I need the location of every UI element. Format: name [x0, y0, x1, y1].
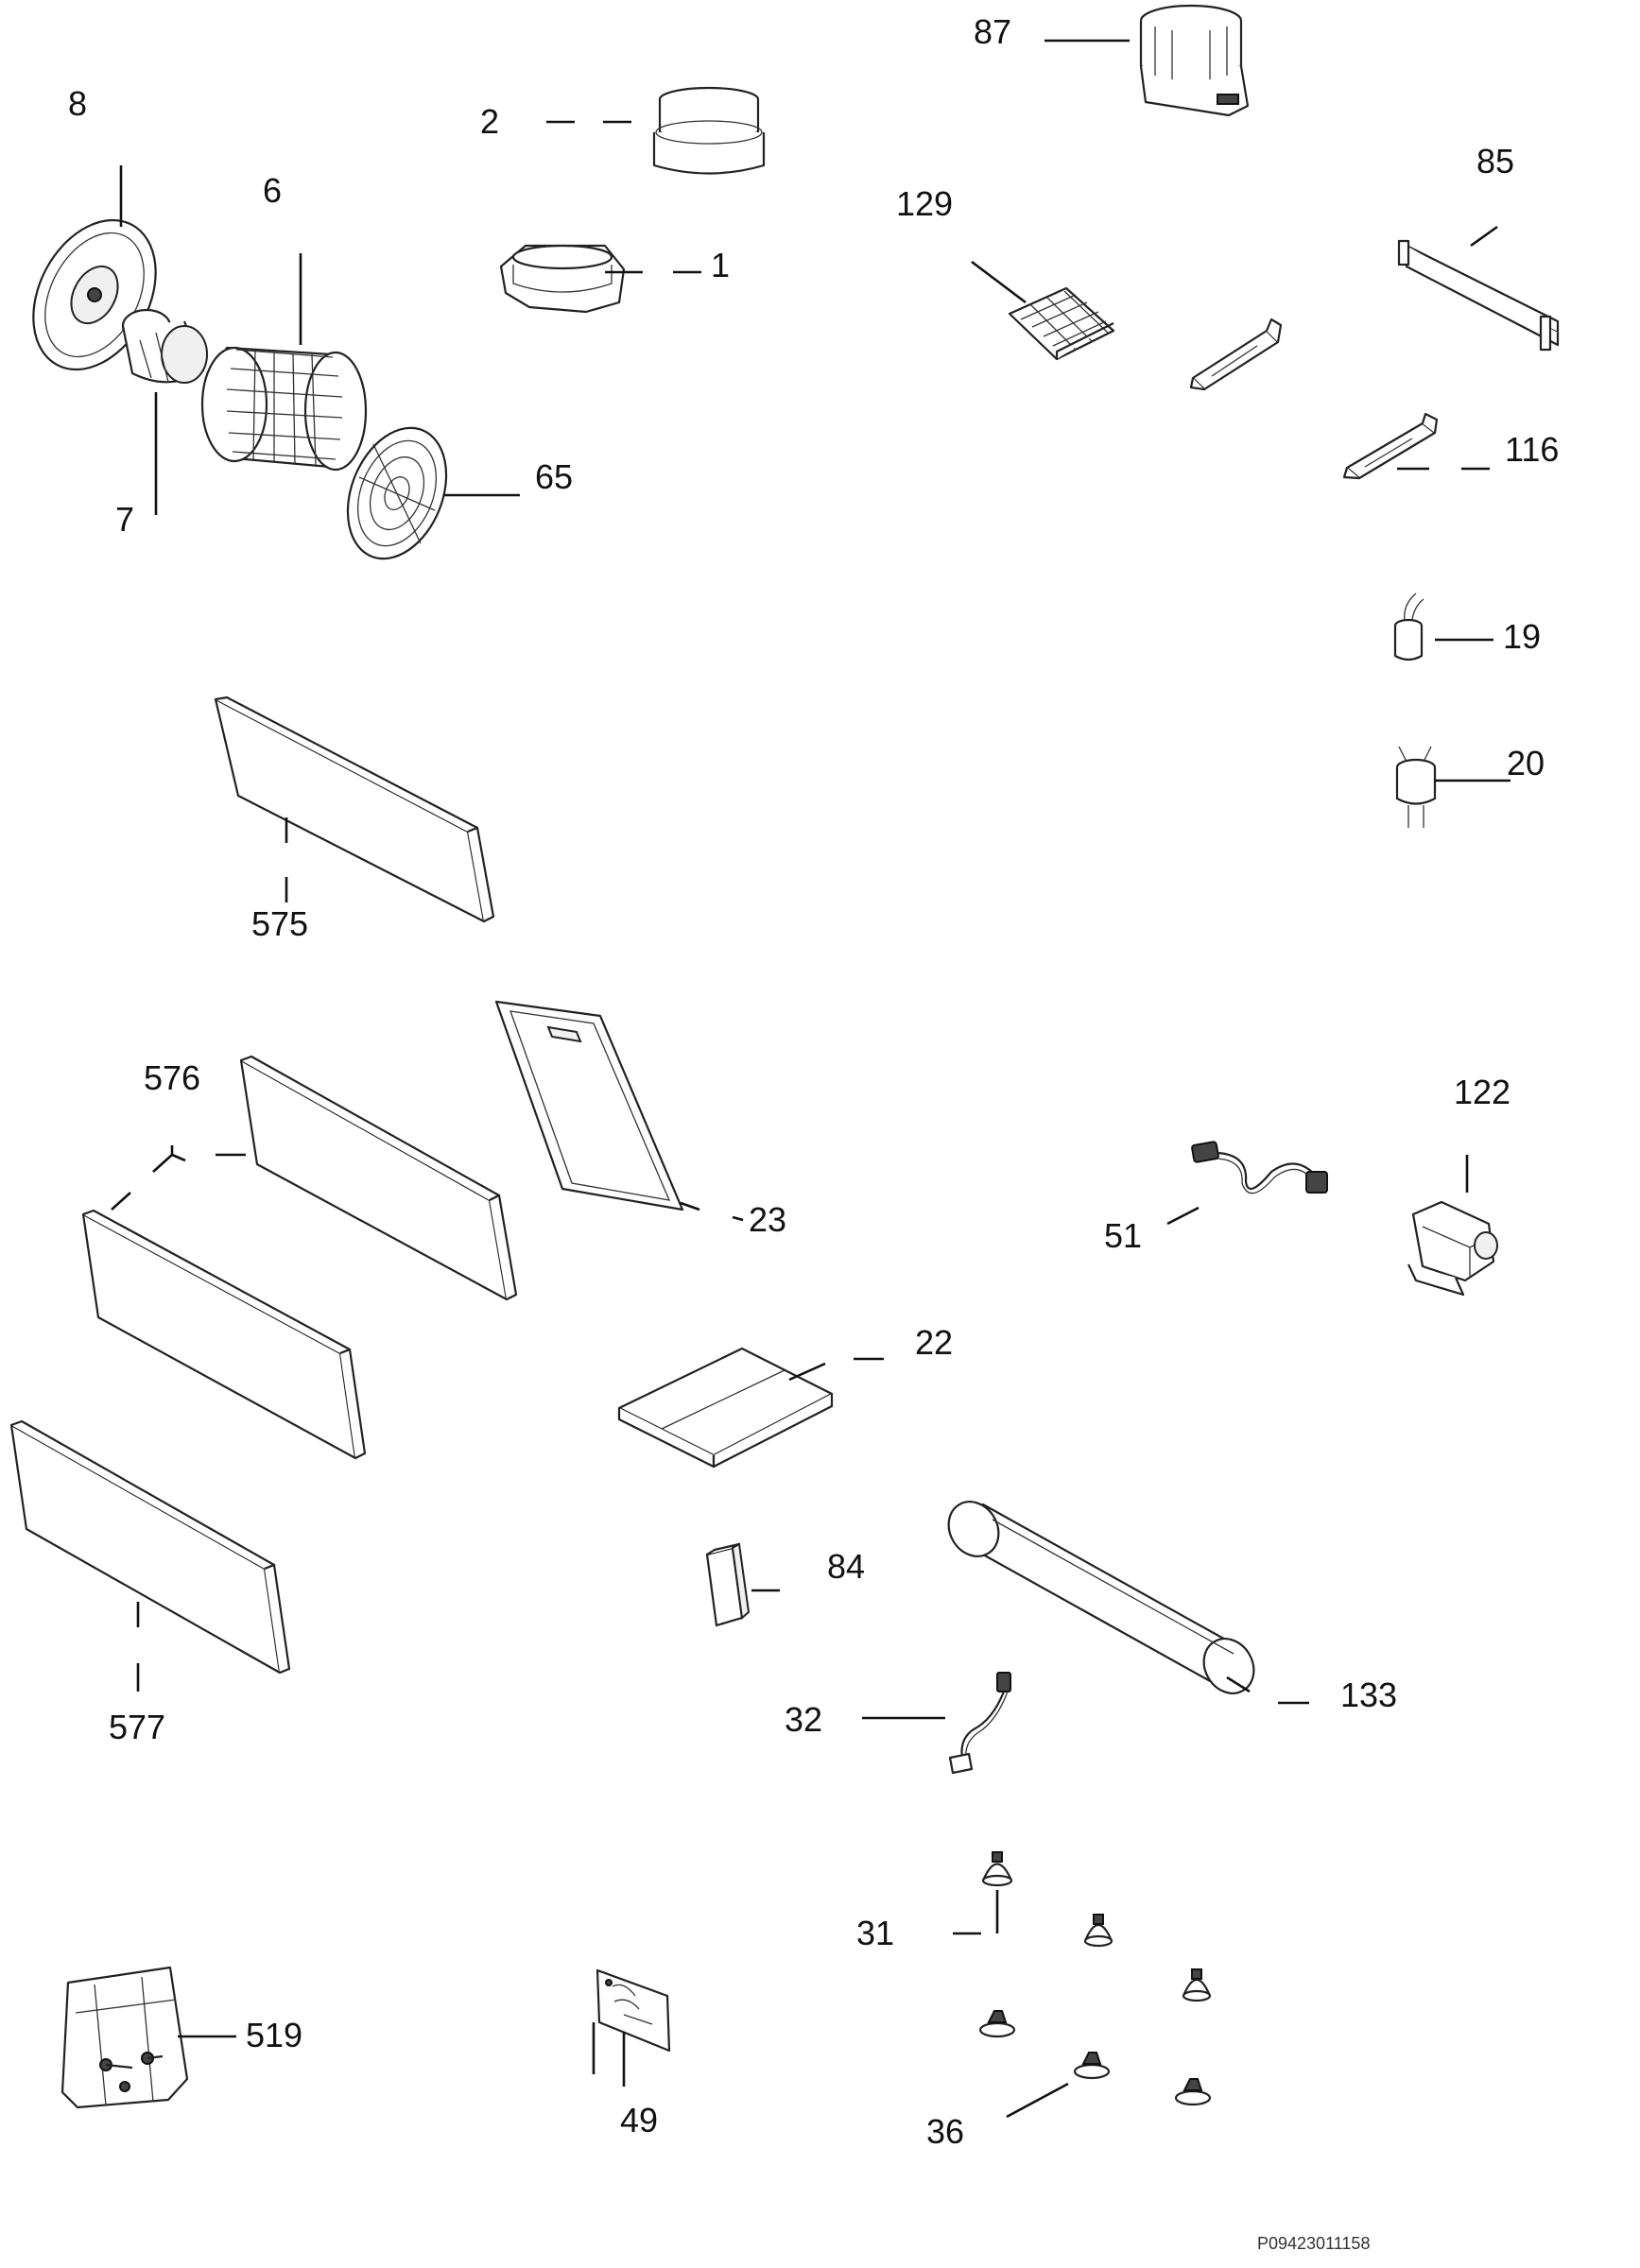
part-23-filter-frame: [494, 1000, 684, 1211]
label-575: 575: [251, 904, 308, 943]
leader-129: [971, 260, 1027, 304]
part-51-wire-harness: [1191, 1141, 1328, 1194]
part-133-light-bar: [947, 1501, 1255, 1694]
part-87-duct-connector: [1139, 4, 1250, 117]
part-577-panel: [9, 1419, 291, 1675]
label-8: 8: [68, 84, 87, 123]
label-49: 49: [620, 2101, 658, 2139]
part-36-knob-base-a: [978, 2010, 1016, 2038]
leader-23b: [732, 1215, 744, 1222]
label-36: 36: [926, 2112, 964, 2151]
part-84-control-module: [705, 1542, 751, 1627]
label-51: 51: [1104, 1216, 1142, 1255]
part-20-suppressor: [1395, 746, 1437, 828]
label-7: 7: [115, 500, 134, 539]
label-23: 23: [749, 1200, 786, 1239]
leader-576b: [152, 1154, 173, 1173]
label-577: 577: [109, 1708, 165, 1746]
part-576-panel-upper: [239, 1055, 518, 1301]
part-129-filter-grid: [1008, 286, 1115, 361]
part-22-filter-board: [617, 1347, 834, 1469]
leader-85: [1470, 225, 1498, 248]
part-1-flange-collar: [499, 244, 626, 314]
part-31-knob-a: [981, 1851, 1013, 1887]
label-133: 133: [1340, 1675, 1397, 1714]
label-6: 6: [263, 171, 282, 210]
leader-133a: [1226, 1675, 1251, 1693]
part-36-knob-base-b: [1073, 2052, 1111, 2080]
label-19: 19: [1503, 617, 1541, 656]
part-6-blower-wheel: [200, 346, 368, 472]
label-85: 85: [1476, 142, 1514, 180]
label-122: 122: [1454, 1073, 1511, 1111]
leader-36: [1006, 2082, 1069, 2119]
leader-576e: [111, 1192, 131, 1211]
part-19-capacitor: [1393, 593, 1424, 662]
label-20: 20: [1507, 744, 1545, 782]
part-65-inlet-grille: [346, 426, 448, 560]
label-519: 519: [246, 2016, 302, 2054]
label-1: 1: [711, 246, 730, 284]
part-576-panel-lower: [81, 1209, 367, 1460]
part-116-bracket-clip: [1342, 412, 1439, 480]
label-2: 2: [480, 102, 499, 141]
label-65: 65: [535, 457, 573, 496]
label-32: 32: [785, 1700, 822, 1739]
leader-51: [1166, 1206, 1200, 1226]
part-31-knob-b: [1083, 1914, 1113, 1948]
label-129: 129: [896, 184, 953, 223]
part-bracket-clip-upper: [1189, 318, 1283, 391]
part-519-screw-bag: [60, 1966, 189, 2109]
part-31-knob-c: [1182, 1968, 1212, 2002]
label-576: 576: [144, 1058, 200, 1097]
leader-22a: [788, 1362, 826, 1382]
leader-23a: [680, 1201, 700, 1211]
leader-576c: [171, 1153, 186, 1162]
label-84: 84: [827, 1547, 865, 1586]
part-122-switch-box: [1407, 1200, 1498, 1297]
label-22: 22: [915, 1323, 953, 1362]
document-code: P09423011158: [1257, 2234, 1370, 2253]
label-31: 31: [856, 1914, 894, 1952]
part-7-motor: [121, 308, 208, 384]
part-575-panel: [214, 696, 495, 923]
part-36-knob-base-c: [1174, 2078, 1212, 2106]
part-32-lamp-wire: [948, 1672, 1011, 1775]
part-2-reducer-ring: [652, 86, 766, 175]
label-87: 87: [974, 12, 1011, 51]
part-85-rail: [1397, 239, 1560, 352]
label-116: 116: [1505, 430, 1559, 469]
part-49-data-label: [596, 1968, 671, 2053]
